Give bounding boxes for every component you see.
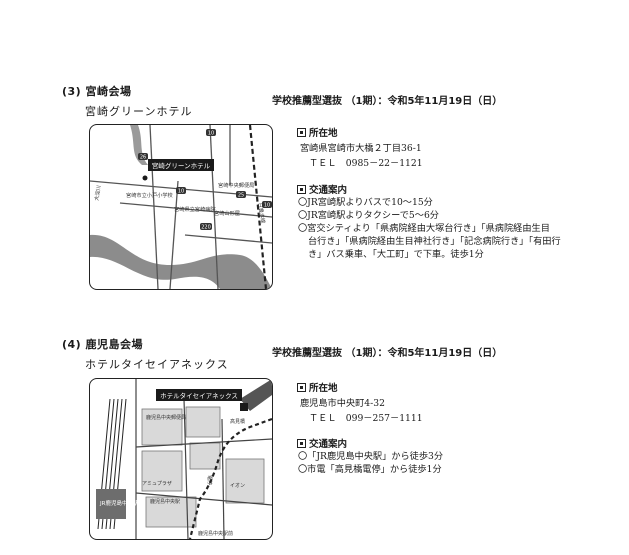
route-25: 25 [238,193,244,199]
section-4-address: 鹿児島市中央町4-32 [300,398,385,409]
section-4-exam-date: 学校推薦型選抜 （1期）：令和5年11月19日（日） [272,348,503,359]
bullet-icon [297,128,306,137]
list-item: 〇JR宮崎駅よりタクシーで5～6分 [298,210,439,221]
section-4-access-label: 交通案内 [297,436,347,450]
route-10a: 10 [178,189,184,195]
route-26: 26 [140,155,146,161]
section-4-address-label: 所在地 [297,380,338,394]
kagoshima-map: ホテルタイセイアネックス 鹿児島中央郵便局 高見橋 アミュプラザ イオン 鹿児島… [89,378,273,540]
map-label-station-plaza: 鹿児島中央駅 [150,498,180,505]
section-3-exam-date: 学校推薦型選抜 （1期）：令和5年11月19日（日） [272,96,503,107]
miyazaki-map: 宮崎グリーンホテル 宮崎市立小戸小学校 宮崎県立宮崎病院 宮崎中央郵便局 宮崎山… [89,124,273,290]
section-3-address-label: 所在地 [297,125,338,139]
map-label-post-office: 宮崎中央郵便局 [218,181,254,189]
list-item: 台行き」「県病院経由生目神社行き」「記念病院行き」「有田行 [308,236,561,247]
map-label-jr-station: JR鹿児島中央駅 [99,499,139,507]
map-label-post-office: 鹿児島中央郵便局 [146,414,186,421]
list-item: 〇「JR鹿児島中央駅」から徒歩3分 [298,451,444,462]
section-3-access-label: 交通案内 [297,182,347,196]
list-item: 〇JR宮崎駅よりバスで10～15分 [298,197,433,208]
map-label-aeon: イオン [230,483,245,489]
list-item: 〇市電「高見橋電停」から徒歩1分 [298,464,442,475]
map-label-amu-plaza: アミュプラザ [142,481,172,487]
map-label-tram: 電停 [206,475,213,485]
section-4-venue: ホテルタイセイアネックス [85,358,229,371]
section-3-venue: 宮崎グリーンホテル [85,105,193,118]
map-label-yamakataya: 宮崎山形屋 [214,209,240,217]
route-10c: 10 [264,203,270,209]
section-3-heading: (3) 宮崎会場 [62,85,132,98]
route-220: 220 [201,225,211,231]
map-label-river: 大淀川 [92,185,103,202]
map-label-hospital: 宮崎県立宮崎病院 [174,205,216,213]
section-4-heading: (4) 鹿児島会場 [62,338,144,351]
route-10b: 10 [208,131,214,137]
bullet-icon [297,185,306,194]
map-label-station-front: 鹿児島中央駅前 [198,530,233,537]
list-item: き」バス乗車、「大工町」で下車。徒歩1分 [308,249,484,260]
section-4-tel: ＴＥＬ 099－257－1111 [309,413,423,424]
bullet-icon [297,383,306,392]
map-label-railway: 日豊本線 [256,202,267,224]
section-3-access-list: 〇JR宮崎駅よりバスで10～15分 〇JR宮崎駅よりタクシーで5～6分 〇宮交シ… [298,196,561,261]
section-3-address: 宮崎県宮崎市大橋２丁目36-1 [300,143,422,154]
map-hotel-label: 宮崎グリーンホテル [152,161,211,170]
bullet-icon [297,439,306,448]
map-label-takamibashi: 高見橋 [230,418,245,425]
section-3-tel: ＴＥＬ 0985－22－1121 [309,158,423,169]
map-label-school: 宮崎市立小戸小学校 [126,191,173,199]
map-hotel-label: ホテルタイセイアネックス [160,391,238,400]
section-4-access-list: 〇「JR鹿児島中央駅」から徒歩3分 〇市電「高見橋電停」から徒歩1分 [298,450,443,476]
list-item: 〇宮交シティより「県病院経由大塚台行き」「県病院経由生目 [298,223,550,234]
